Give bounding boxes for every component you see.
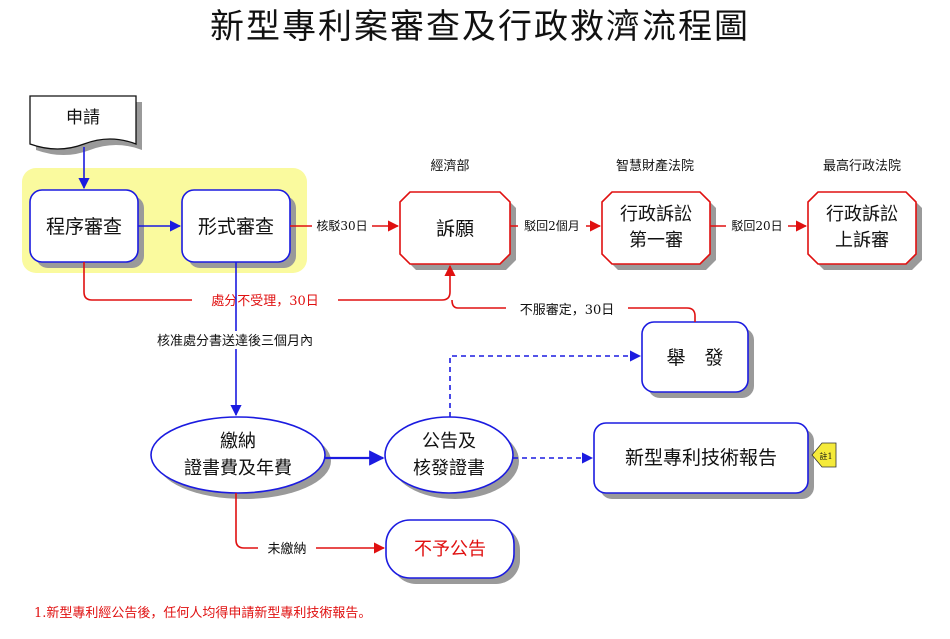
appeal-node bbox=[399, 191, 511, 265]
appeal-label: 訴願 bbox=[436, 218, 474, 240]
admin-lit-first-node bbox=[601, 191, 711, 265]
edge-label-bg-dismissed-20 bbox=[726, 217, 788, 235]
admin-lit-appeal-label-line2: 上訴審 bbox=[835, 230, 889, 251]
edge-label-not-accepted: 處分不受理，30日 bbox=[211, 294, 319, 309]
admin-lit-appeal-label-line1: 行政訴訟 bbox=[826, 204, 898, 225]
edge-label-approval-3m: 核准處分書送達後三個月內 bbox=[157, 334, 313, 349]
announce-label-line1: 公告及 bbox=[422, 431, 476, 452]
apply-node bbox=[29, 95, 137, 150]
edge-label-unpaid: 未繳納 bbox=[267, 542, 306, 557]
edge-label-bg-rejected bbox=[312, 217, 372, 235]
edge-label-bg-unpaid bbox=[258, 539, 316, 557]
announce-node bbox=[384, 416, 514, 494]
not-announced-node bbox=[385, 519, 515, 579]
not-announced-label: 不予公告 bbox=[414, 539, 486, 560]
header-moea: 經濟部 bbox=[430, 158, 469, 174]
procedural-review-label: 程序審查 bbox=[46, 216, 122, 238]
report-label: 舉 發 bbox=[666, 347, 723, 369]
pay-fee-label-line1: 繳納 bbox=[220, 431, 256, 452]
tech-report-label: 新型專利技術報告 bbox=[625, 447, 777, 469]
tech-report-node bbox=[593, 422, 809, 494]
note-tag-label: 註1 bbox=[819, 451, 832, 461]
header-ip-court: 智慧財產法院 bbox=[616, 158, 694, 174]
edge-label-dismissed-20: 駁回20日 bbox=[731, 219, 782, 233]
edge-label-bg-approval bbox=[122, 331, 348, 349]
admin-lit-first-label-line2: 第一審 bbox=[629, 230, 683, 251]
edge-label-dismissed-2m: 駁回2個月 bbox=[524, 219, 580, 233]
admin-lit-appeal-node bbox=[807, 191, 917, 265]
note-tag bbox=[811, 442, 837, 468]
formal-review-label: 形式審查 bbox=[198, 216, 274, 238]
footnote: 1.新型專利經公告後，任何人均得申請新型專利技術報告。 bbox=[34, 605, 371, 621]
edge-announce-to-report bbox=[449, 350, 642, 417]
edge-report-to-appeal bbox=[451, 299, 696, 322]
edge-label-bg-dissatisfied bbox=[506, 300, 628, 318]
edge-label-bg-not-accepted bbox=[192, 291, 338, 309]
admin-lit-first-label-line1: 行政訴訟 bbox=[620, 204, 692, 225]
edge-pay-fee-to-not-announced bbox=[235, 493, 386, 554]
header-supreme-admin-court: 最高行政法院 bbox=[823, 158, 901, 174]
pay-fee-node bbox=[150, 416, 326, 494]
edge-label-dissatisfied: 不服審定，30日 bbox=[520, 303, 615, 318]
announce-label-line2: 核發證書 bbox=[413, 458, 485, 479]
pay-fee-label-line2: 證書費及年費 bbox=[184, 458, 292, 479]
edge-label-rejected-30: 核駁30日 bbox=[316, 219, 367, 233]
edge-label-bg-dismissed-2m bbox=[518, 217, 586, 235]
diagram-title: 新型專利案審查及行政救濟流程圖 bbox=[210, 7, 750, 47]
apply-node-label: 申請 bbox=[66, 108, 100, 128]
